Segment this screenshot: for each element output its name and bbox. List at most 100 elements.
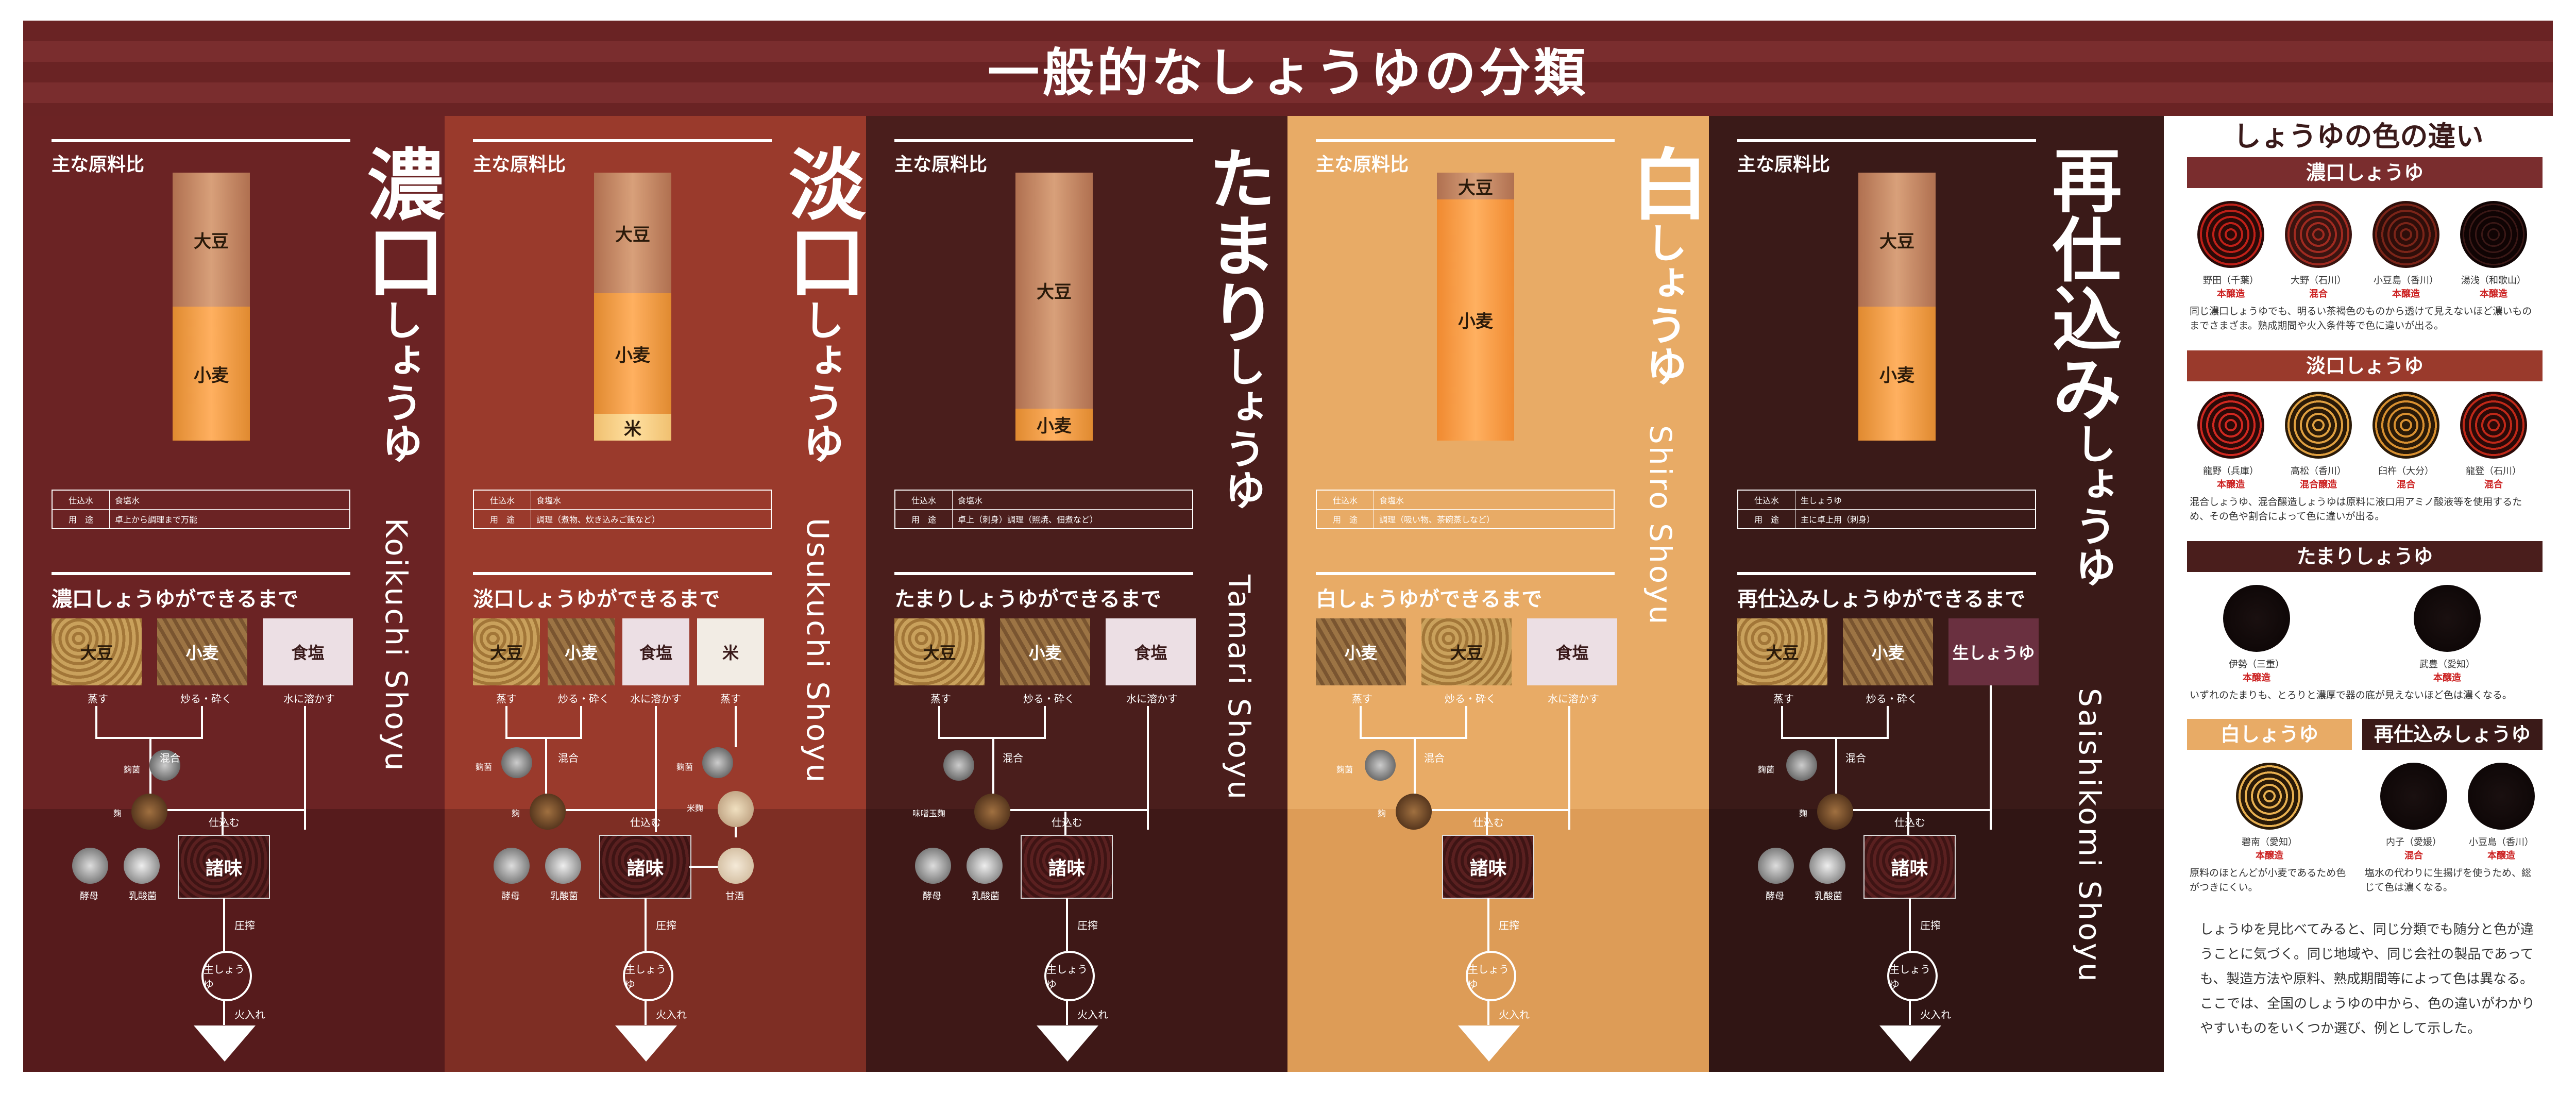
shiro-note: 原料のほとんどが小麦であるため色がつきにくい。 [2190,867,2346,893]
info-water: 食塩水 [1374,490,1615,510]
disc-caption: 碧南（愛知） 本醸造 [2223,835,2316,862]
miso-koji-icon [974,794,1010,830]
band-shiro: 白しょうゆ [2187,719,2352,750]
disc-type: 本醸造 [2480,289,2507,299]
type-name: 再仕込み しょうゆ [2040,144,2142,587]
disc-saishikomi-2 [2468,763,2535,830]
ratio-segment-wheat: 小麦 [1858,307,1936,441]
info-key-water: 仕込水 [1737,490,1795,510]
lactic-icon [545,848,581,884]
ratio-segment-soy: 大豆 [1015,173,1093,409]
info-table: 仕込水食塩水 用 途卓上（刺身）調理（照焼、佃煮など） [894,490,1193,529]
heat-label: 火入れ [656,1008,687,1021]
disc-caption: 大野（石川）混合 [2272,273,2365,300]
info-key-use: 用 途 [894,509,953,529]
press-label: 圧搾 [234,919,255,932]
lactic-icon [967,848,1003,884]
disc-caption: 内子（愛媛）混合 [2367,835,2460,862]
poster: 一般的なしょうゆの分類 主な原料比 大豆 小麦 濃口 しょうゆ Koikuchi… [23,21,2553,1072]
disc-caption: 湯浅（和歌山） 本醸造 [2447,273,2540,300]
disc-koikuchi-1 [2197,201,2264,268]
ratio-segment-soy: 大豆 [173,173,250,307]
disc-place: 碧南（愛知） [2242,837,2297,848]
saishikomi-note: 塩水の代わりに生揚げを使うため、総じて色は濃くなる。 [2365,867,2532,893]
koji-icon [530,794,566,830]
disc-type: 混合醸造 [2300,479,2337,490]
mix-label: 混合 [1424,752,1445,764]
heat-label: 火入れ [1077,1008,1108,1021]
disc-type: 本醸造 [2487,850,2515,861]
disc-type: 混合 [2404,850,2423,861]
rice-koji-label: 米麴 [687,803,704,813]
ratio-bar: 大豆 小麦 [1437,173,1514,441]
disc-type: 本醸造 [2217,479,2245,490]
disc-place: 湯浅（和歌山） [2461,275,2526,286]
tile-sub: 水に溶かす [630,693,682,705]
koji-mold-label: 麴菌 [1336,765,1353,775]
disc-type: 混合 [2309,289,2328,299]
disc-caption: 伊勢（三重）本醸造 [2210,657,2303,684]
info-table: 仕込水食塩水 用 途卓上から調理まで万能 [52,490,350,529]
tile-sub: 炒る・砕く [1023,693,1075,705]
koji-label: 麴 [113,809,122,818]
ingredient-title: 主な原料比 [1737,154,1831,175]
yeast-label: 酵母 [80,891,98,902]
disc-type: 本醸造 [2256,850,2283,861]
disc-type: 本醸造 [2243,672,2270,683]
raw-shoyu-circle: 生しょうゆ [1044,951,1095,1001]
yeast-label: 酵母 [1766,891,1784,902]
process-title: たまりしょうゆができるまで [894,587,1161,611]
lactic-label: 乳酸菌 [550,891,578,902]
color-comparison-panel: しょうゆの色の違い 濃口しょうゆ 野田（千葉）本醸造 大野（石川）混合 小豆島（… [2164,116,2553,1072]
disc-place: 小豆島（香川） [2469,837,2534,848]
raw-shoyu-circle: 生しょうゆ [1466,951,1516,1001]
info-key-use: 用 途 [1737,509,1795,529]
tile-wheat: 小麦 [1843,618,1933,685]
koji-label: 麴 [512,809,520,818]
ratio-segment-rice: 米 [594,414,671,441]
band-saishikomi: 再仕込みしょうゆ [2362,719,2543,750]
disc-caption: 小豆島（香川）本醸造 [2360,273,2452,300]
tile-sub: 炒る・砕く [1866,693,1918,705]
disc-caption: 高松（香川）混合醸造 [2272,464,2365,491]
tile-sub: 炒る・砕く [1445,693,1496,705]
band-usukuchi: 淡口しょうゆ [2187,350,2543,381]
lactic-label: 乳酸菌 [972,891,999,902]
tamari-note: いずれのたまりも、とろりと濃厚で器の底が見えないほど色は濃くなる。 [2190,690,2512,701]
disc-koikuchi-3 [2372,201,2439,268]
disc-caption: 小豆島（香川） 本醸造 [2455,835,2548,862]
tile-raw-shoyu: 生しょうゆ [1948,618,2039,685]
ingredient-title: 主な原料比 [1316,154,1409,175]
header-banner: 一般的なしょうゆの分類 [23,21,2553,116]
disc-tamari-2 [2414,585,2481,652]
ingredient-title: 主な原料比 [473,154,566,175]
type-romaji: Koikuchi Shoyu [379,518,414,773]
ratio-segment-wheat: 小麦 [173,307,250,441]
yeast-label: 酵母 [501,891,520,902]
info-key-use: 用 途 [473,509,531,529]
side-title: しょうゆの色の違い [2233,120,2484,153]
tile-soy: 大豆 [1737,618,1827,685]
type-name-main: 再仕込み [2040,144,2122,423]
disc-type: 本醸造 [2217,289,2245,299]
info-water: 食塩水 [952,490,1193,510]
info-key-water: 仕込水 [473,490,531,510]
down-arrow-icon [1037,1025,1098,1062]
mix-label: 混合 [1845,752,1866,764]
disc-saishikomi-1 [2380,763,2447,830]
moromi-tile: 諸味 [1021,835,1113,899]
mix-label: 混合 [1003,752,1023,764]
koji-mold-icon [1786,750,1817,781]
disc-type: 本醸造 [2392,289,2420,299]
comparison-paragraph: しょうゆを見比べてみると、同じ分類でも随分と色が違うことに気づく。同じ地域や、同… [2200,922,2535,1036]
info-table: 仕込水食塩水 用 途調理（煮物、炊き込みご飯など） [473,490,772,529]
column-tamari: 主な原料比 大豆 小麦 たまり しょうゆ Tamari Shoyu 仕込水食塩水… [866,116,1287,1072]
disc-shiro-1 [2236,763,2303,830]
ratio-bar: 大豆 小麦 [1015,173,1093,441]
raw-shoyu-circle: 生しょうゆ [623,951,673,1001]
process-title: 淡口しょうゆができるまで [473,587,720,611]
disc-usukuchi-2 [2285,392,2352,459]
down-arrow-icon [194,1025,256,1062]
column-shiro: 主な原料比 大豆 小麦 白 しょうゆ Shiro Shoyu 仕込水食塩水 用 … [1287,116,1709,1072]
shikomu-label: 仕込む [1052,816,1082,829]
